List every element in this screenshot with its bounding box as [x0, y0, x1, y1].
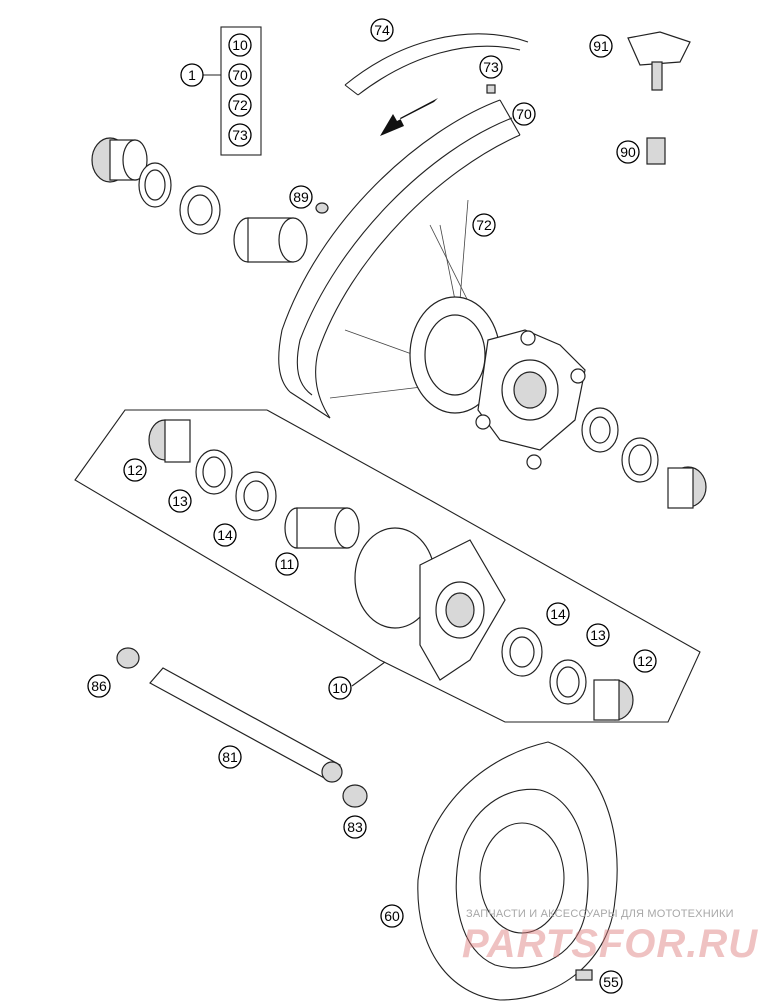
callout-70: 70 [512, 102, 536, 126]
upper-left-parts [91, 137, 329, 263]
svg-text:81: 81 [222, 749, 238, 765]
callout-12-right: 12 [633, 649, 657, 673]
small-hardware [486, 31, 691, 165]
callout-83: 83 [343, 815, 367, 839]
callout-10: 10 [328, 676, 352, 700]
callout-13-right: 13 [586, 623, 610, 647]
svg-text:70: 70 [232, 67, 248, 83]
callout-60: 60 [380, 904, 404, 928]
callout-72-kit: 72 [228, 93, 252, 117]
callout-86: 86 [87, 674, 111, 698]
callout-70-kit: 70 [228, 63, 252, 87]
hub-upper [409, 296, 586, 470]
callout-14-right: 14 [546, 602, 570, 626]
svg-text:60: 60 [384, 908, 400, 924]
svg-text:55: 55 [603, 974, 619, 990]
rim [278, 99, 521, 419]
svg-text:83: 83 [347, 819, 363, 835]
callout-73-kit: 73 [228, 123, 252, 147]
rotation-arrow [380, 98, 438, 136]
svg-text:11: 11 [280, 556, 295, 572]
svg-text:72: 72 [476, 217, 492, 233]
callout-1: 1 [180, 63, 204, 87]
svg-text:1: 1 [188, 67, 196, 83]
svg-text:13: 13 [590, 627, 606, 643]
svg-text:89: 89 [293, 189, 309, 205]
svg-text:10: 10 [332, 680, 348, 696]
svg-text:13: 13 [172, 493, 188, 509]
callout-72: 72 [472, 213, 496, 237]
callout-89: 89 [289, 185, 313, 209]
callout-74: 74 [370, 18, 394, 42]
svg-text:86: 86 [91, 678, 107, 694]
callout-10-kit: 10 [228, 33, 252, 57]
callout-90: 90 [616, 140, 640, 164]
svg-text:91: 91 [593, 38, 609, 54]
upper-right-parts [581, 407, 707, 509]
callout-11: 11 [275, 552, 299, 576]
hub-kit-frame [74, 409, 701, 723]
callout-91: 91 [589, 34, 613, 58]
axle [116, 647, 368, 808]
svg-text:14: 14 [550, 606, 566, 622]
hub-lower [148, 419, 634, 721]
svg-text:90: 90 [620, 144, 636, 160]
svg-text:72: 72 [232, 97, 248, 113]
svg-text:12: 12 [127, 462, 143, 478]
watermark-logo: PARTSFOR.RU [462, 922, 759, 966]
callout-13-left: 13 [168, 489, 192, 513]
tire-outline [344, 33, 529, 96]
watermark-tagline: ЗАПЧАСТИ И АКСЕССУАРЫ ДЛЯ МОТОТЕХНИКИ [466, 908, 734, 920]
svg-text:74: 74 [374, 22, 390, 38]
brake-disc [417, 741, 618, 1001]
callout-55: 55 [599, 970, 623, 994]
svg-text:14: 14 [217, 527, 233, 543]
callout-81: 81 [218, 745, 242, 769]
kit-box [203, 26, 262, 156]
callout-73: 73 [479, 55, 503, 79]
svg-text:73: 73 [232, 127, 248, 143]
callout-14-left: 14 [213, 523, 237, 547]
callout-12-left: 12 [123, 458, 147, 482]
svg-text:12: 12 [637, 653, 653, 669]
svg-text:73: 73 [483, 59, 499, 75]
svg-text:70: 70 [516, 106, 532, 122]
svg-text:10: 10 [232, 37, 248, 53]
